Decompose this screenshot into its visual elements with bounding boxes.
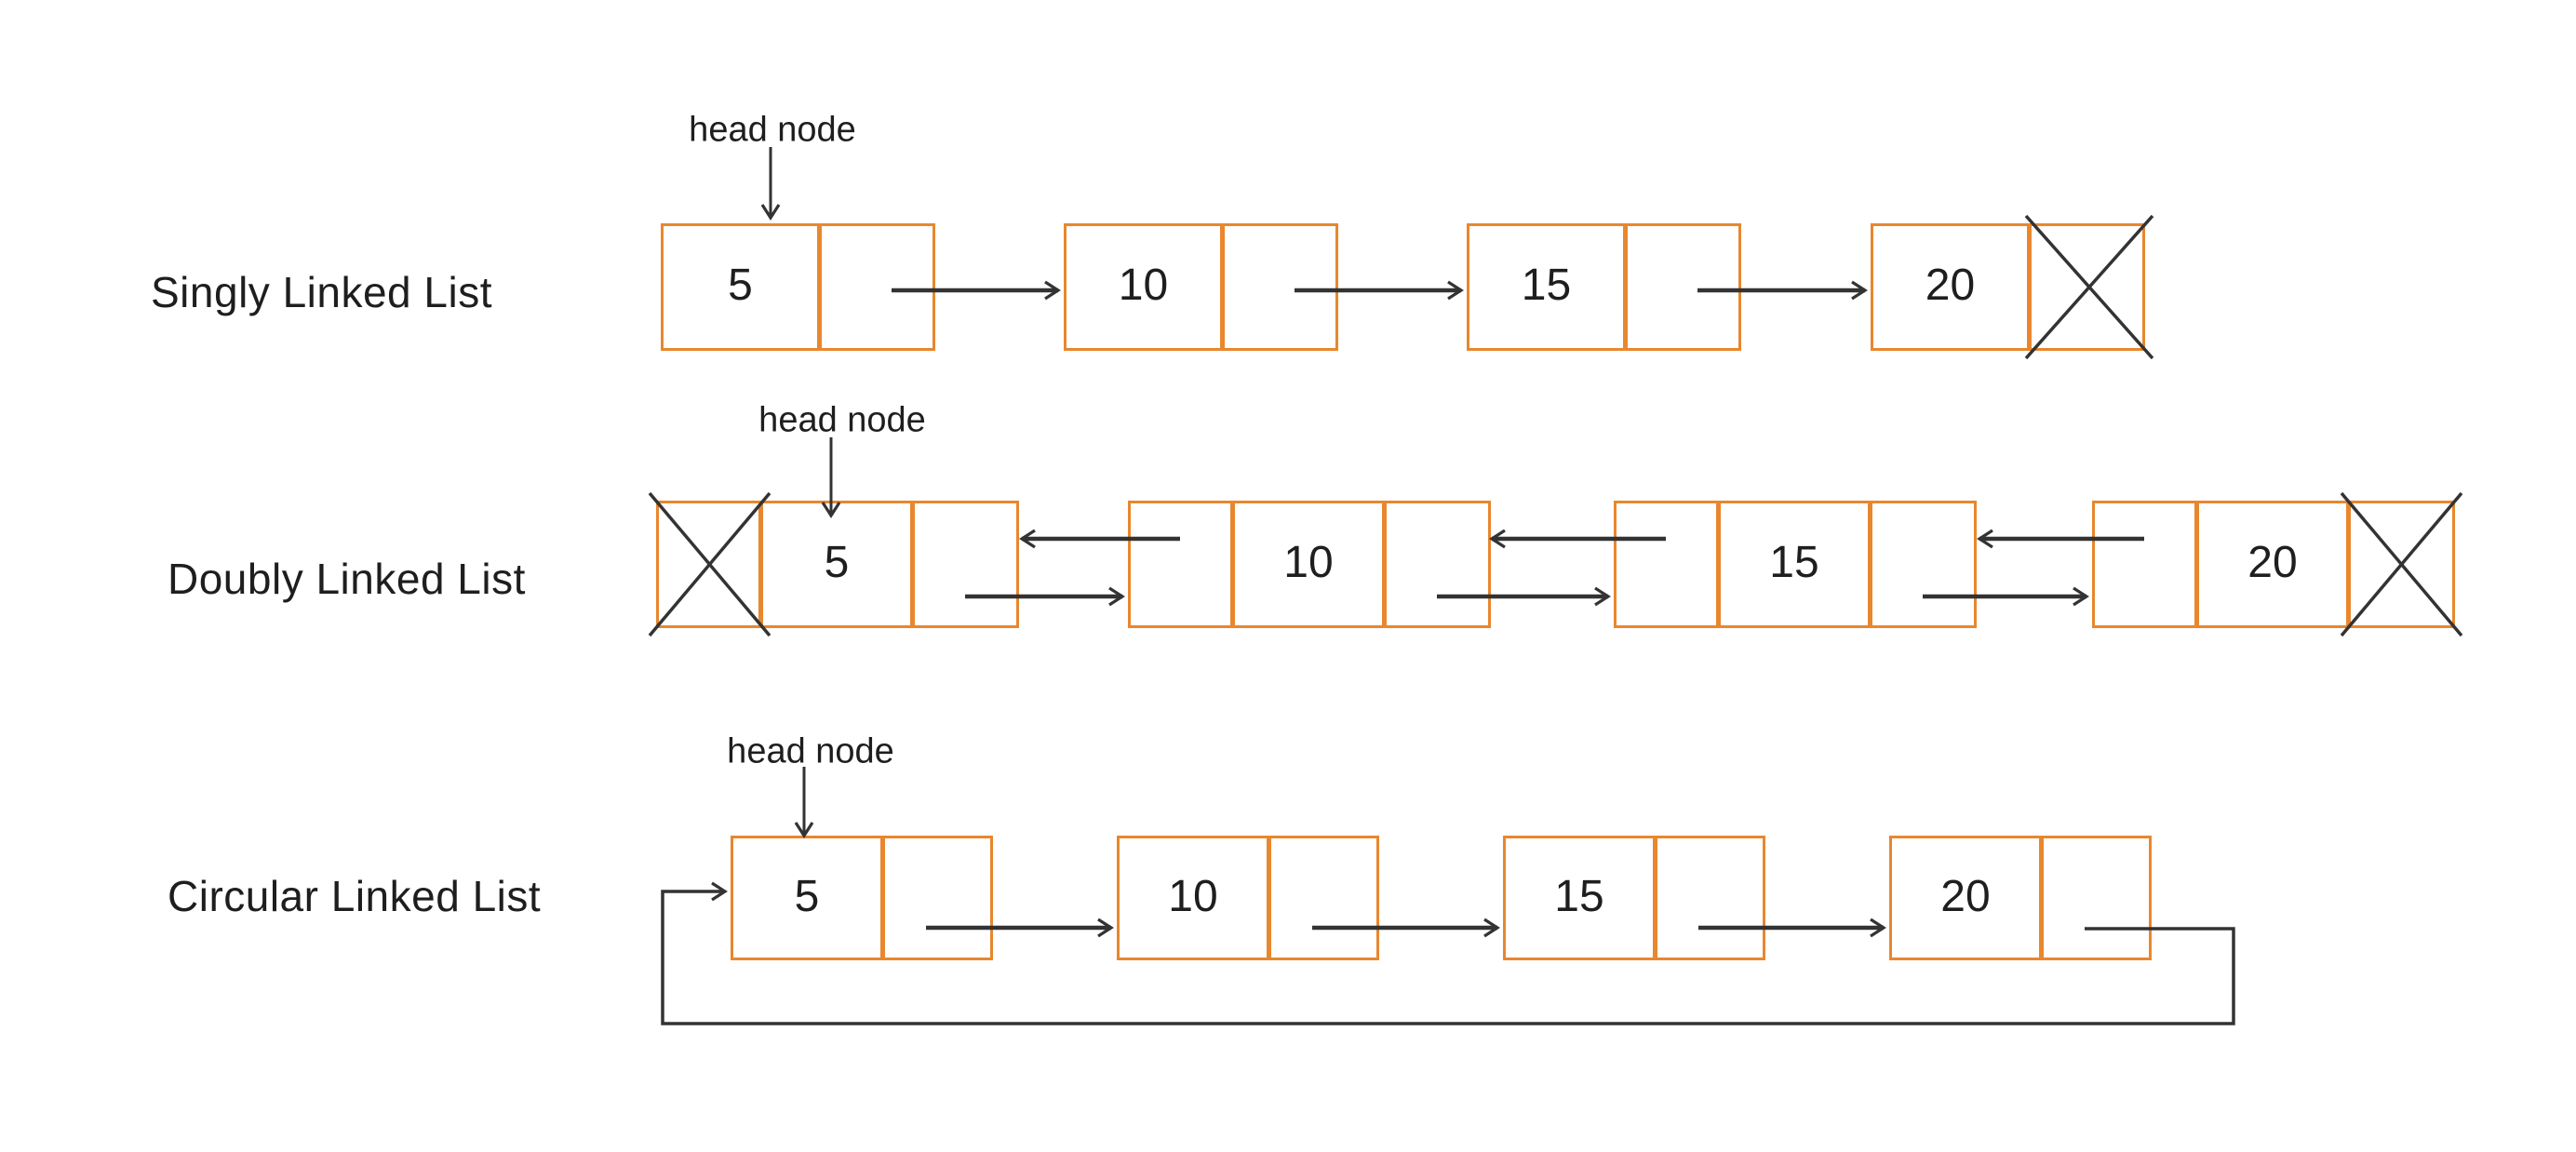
data-cell: 20 xyxy=(1873,226,2032,348)
pointer-cell xyxy=(822,226,932,348)
next-pointer-cell xyxy=(2351,503,2452,625)
data-cell: 15 xyxy=(1506,838,1657,958)
singly-node-1: 5 xyxy=(661,223,935,351)
next-pointer-cell xyxy=(1387,503,1488,625)
doubly-head-node-label: head node xyxy=(758,400,926,440)
node-value: 20 xyxy=(2247,538,2298,587)
data-cell: 5 xyxy=(664,226,822,348)
node-value: 20 xyxy=(1940,871,1991,921)
prev-pointer-cell xyxy=(1617,503,1721,625)
doubly-node-1: 5 xyxy=(656,501,1019,628)
pointer-cell xyxy=(1225,226,1335,348)
node-value: 15 xyxy=(1521,261,1572,310)
pointer-cell xyxy=(1271,838,1376,958)
node-value: 10 xyxy=(1283,538,1334,587)
data-cell: 5 xyxy=(763,503,915,625)
circular-node-2: 10 xyxy=(1117,836,1379,960)
circular-list-label: Circular Linked List xyxy=(168,872,542,920)
node-value: 20 xyxy=(1925,261,1976,310)
singly-head-node-label: head node xyxy=(689,110,856,150)
pointer-cell xyxy=(1657,838,1763,958)
node-value: 10 xyxy=(1118,261,1169,310)
data-cell: 20 xyxy=(2199,503,2351,625)
doubly-node-4: 20 xyxy=(2092,501,2455,628)
pointer-cell xyxy=(885,838,990,958)
pointer-cell xyxy=(2044,838,2149,958)
pointer-cell xyxy=(2032,226,2142,348)
circular-node-3: 15 xyxy=(1503,836,1765,960)
node-value: 5 xyxy=(794,871,820,921)
data-cell: 10 xyxy=(1120,838,1271,958)
prev-pointer-cell xyxy=(2095,503,2199,625)
data-cell: 10 xyxy=(1067,226,1225,348)
node-value: 5 xyxy=(728,261,753,310)
singly-node-2: 10 xyxy=(1064,223,1338,351)
circular-node-1: 5 xyxy=(731,836,993,960)
doubly-list-label: Doubly Linked List xyxy=(168,555,526,603)
data-cell: 5 xyxy=(733,838,885,958)
next-pointer-cell xyxy=(1872,503,1974,625)
node-value: 15 xyxy=(1769,538,1819,587)
next-pointer-cell xyxy=(915,503,1016,625)
node-value: 5 xyxy=(824,538,850,587)
doubly-node-3: 15 xyxy=(1614,501,1977,628)
data-cell: 20 xyxy=(1892,838,2044,958)
pointer-cell xyxy=(1628,226,1738,348)
prev-pointer-cell xyxy=(1131,503,1235,625)
data-cell: 10 xyxy=(1235,503,1387,625)
node-value: 15 xyxy=(1554,871,1604,921)
doubly-node-2: 10 xyxy=(1128,501,1491,628)
prev-pointer-cell xyxy=(659,503,763,625)
circular-head-node-label: head node xyxy=(727,731,894,771)
data-cell: 15 xyxy=(1721,503,1872,625)
node-value: 10 xyxy=(1168,871,1218,921)
singly-node-4: 20 xyxy=(1871,223,2145,351)
data-cell: 15 xyxy=(1469,226,1628,348)
circular-node-4: 20 xyxy=(1889,836,2152,960)
singly-list-label: Singly Linked List xyxy=(151,268,492,316)
singly-node-3: 15 xyxy=(1467,223,1741,351)
